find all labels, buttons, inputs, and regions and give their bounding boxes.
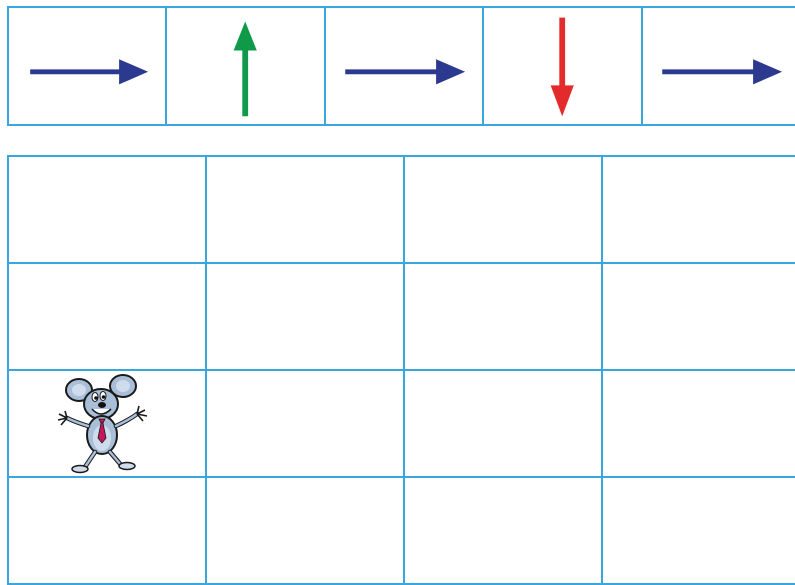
grid-cell-r1-c1[interactable]	[9, 157, 207, 264]
right-arrow-icon	[326, 8, 482, 124]
grid-cell-r3-c1[interactable]	[9, 371, 207, 478]
game-grid	[7, 155, 795, 585]
grid-cell-r2-c3[interactable]	[405, 264, 603, 371]
grid-cell-r2-c2[interactable]	[207, 264, 405, 371]
down-arrow-icon	[484, 8, 640, 124]
grid-cell-r4-c3[interactable]	[405, 478, 603, 585]
arrow-cell-4	[484, 8, 642, 124]
grid-cell-r4-c1[interactable]	[9, 478, 207, 585]
grid-cell-r2-c1[interactable]	[9, 264, 207, 371]
grid-cell-r4-c2[interactable]	[207, 478, 405, 585]
grid-cell-r1-c4[interactable]	[603, 157, 795, 264]
right-arrow-icon	[643, 8, 795, 124]
arrow-cell-5	[643, 8, 795, 124]
arrow-cell-2	[167, 8, 325, 124]
grid-cell-r3-c2[interactable]	[207, 371, 405, 478]
grid-cell-r3-c4[interactable]	[603, 371, 795, 478]
grid-cell-r1-c2[interactable]	[207, 157, 405, 264]
up-arrow-icon	[167, 8, 323, 124]
grid-cell-r4-c4[interactable]	[603, 478, 795, 585]
grid-cell-r1-c3[interactable]	[405, 157, 603, 264]
right-arrow-icon	[9, 8, 165, 124]
arrow-cell-3	[326, 8, 484, 124]
arrow-cell-1	[9, 8, 167, 124]
grid-cell-r2-c4[interactable]	[603, 264, 795, 371]
mouse-character-icon[interactable]	[55, 374, 155, 474]
arrow-sequence-strip	[7, 6, 795, 126]
grid-cell-r3-c3[interactable]	[405, 371, 603, 478]
